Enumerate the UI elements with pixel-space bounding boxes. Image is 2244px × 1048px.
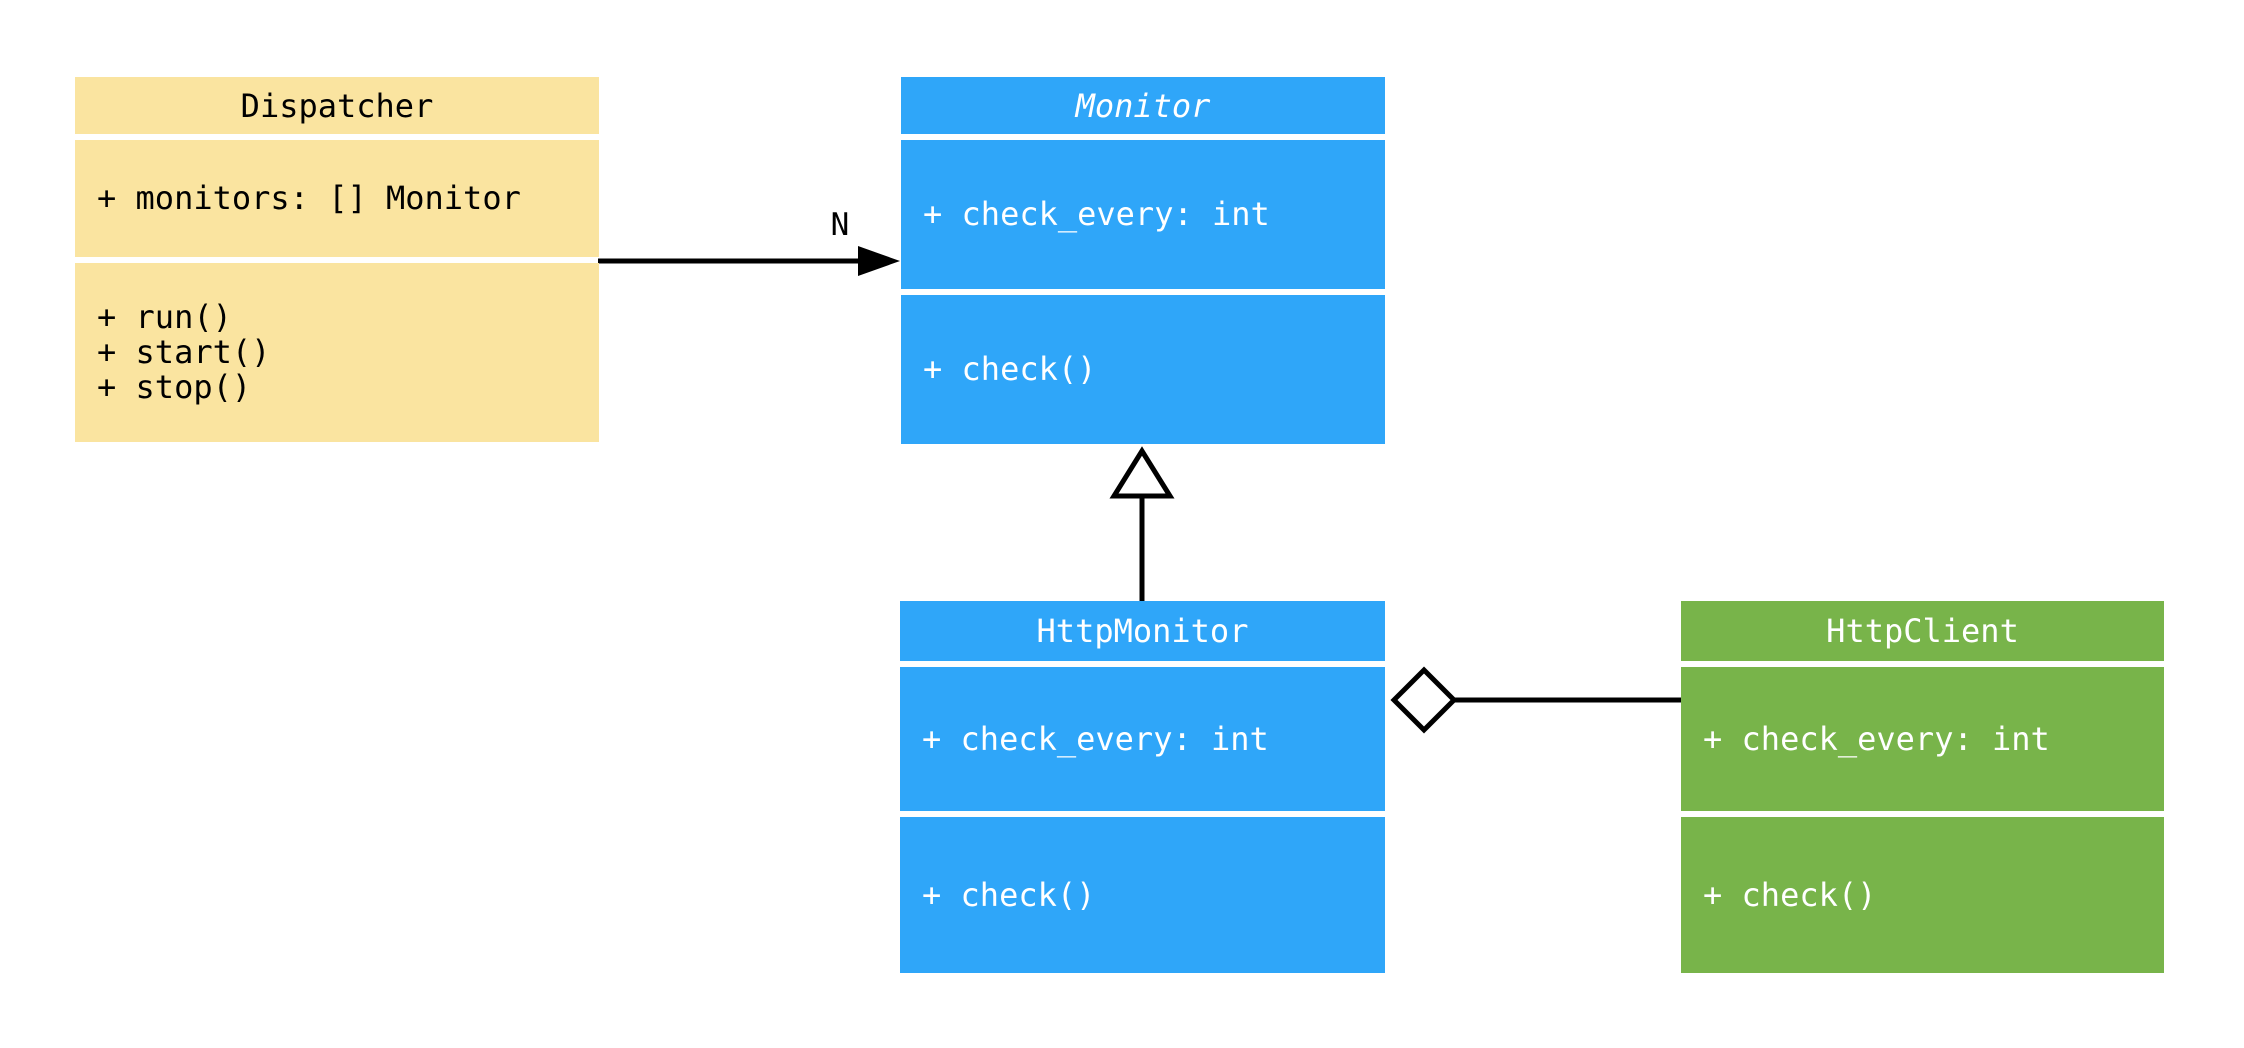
class-monitor: Monitor + check_every: int + check() — [901, 77, 1385, 444]
method-row: + run() — [97, 298, 232, 336]
method-row: + check() — [1703, 875, 1877, 914]
class-dispatcher-methods: + run() + start() + stop() — [75, 263, 599, 442]
method-row: + check() — [922, 875, 1096, 914]
class-monitor-attributes: + check_every: int — [901, 140, 1385, 289]
aggregation-diamond-icon — [1390, 666, 1458, 734]
class-http-monitor-attributes: + check_every: int — [900, 667, 1385, 811]
class-monitor-name: Monitor — [901, 77, 1385, 134]
class-dispatcher-name: Dispatcher — [75, 77, 599, 134]
class-monitor-methods: + check() — [901, 295, 1385, 444]
class-dispatcher: Dispatcher + monitors: [] Monitor + run(… — [75, 77, 599, 442]
class-dispatcher-attributes: + monitors: [] Monitor — [75, 140, 599, 257]
class-http-monitor: HttpMonitor + check_every: int + check() — [900, 601, 1385, 973]
class-http-monitor-name: HttpMonitor — [900, 601, 1385, 661]
class-http-client-name: HttpClient — [1681, 601, 2164, 661]
method-row: + stop() — [97, 368, 252, 406]
attribute-row: + check_every: int — [1703, 719, 2050, 758]
class-http-client: HttpClient + check_every: int + check() — [1681, 601, 2164, 973]
association-arrowhead-icon — [858, 246, 900, 276]
attribute-row: + check_every: int — [922, 719, 1269, 758]
attribute-row: + check_every: int — [923, 195, 1270, 233]
method-row: + start() — [97, 333, 271, 371]
association-multiplicity-label: N — [830, 207, 850, 243]
method-row: + check() — [923, 350, 1097, 388]
class-http-client-methods: + check() — [1681, 817, 2164, 973]
inheritance-triangle-icon — [1109, 446, 1175, 499]
class-http-client-attributes: + check_every: int — [1681, 667, 2164, 811]
class-http-monitor-methods: + check() — [900, 817, 1385, 973]
attribute-row: + monitors: [] Monitor — [97, 179, 521, 217]
